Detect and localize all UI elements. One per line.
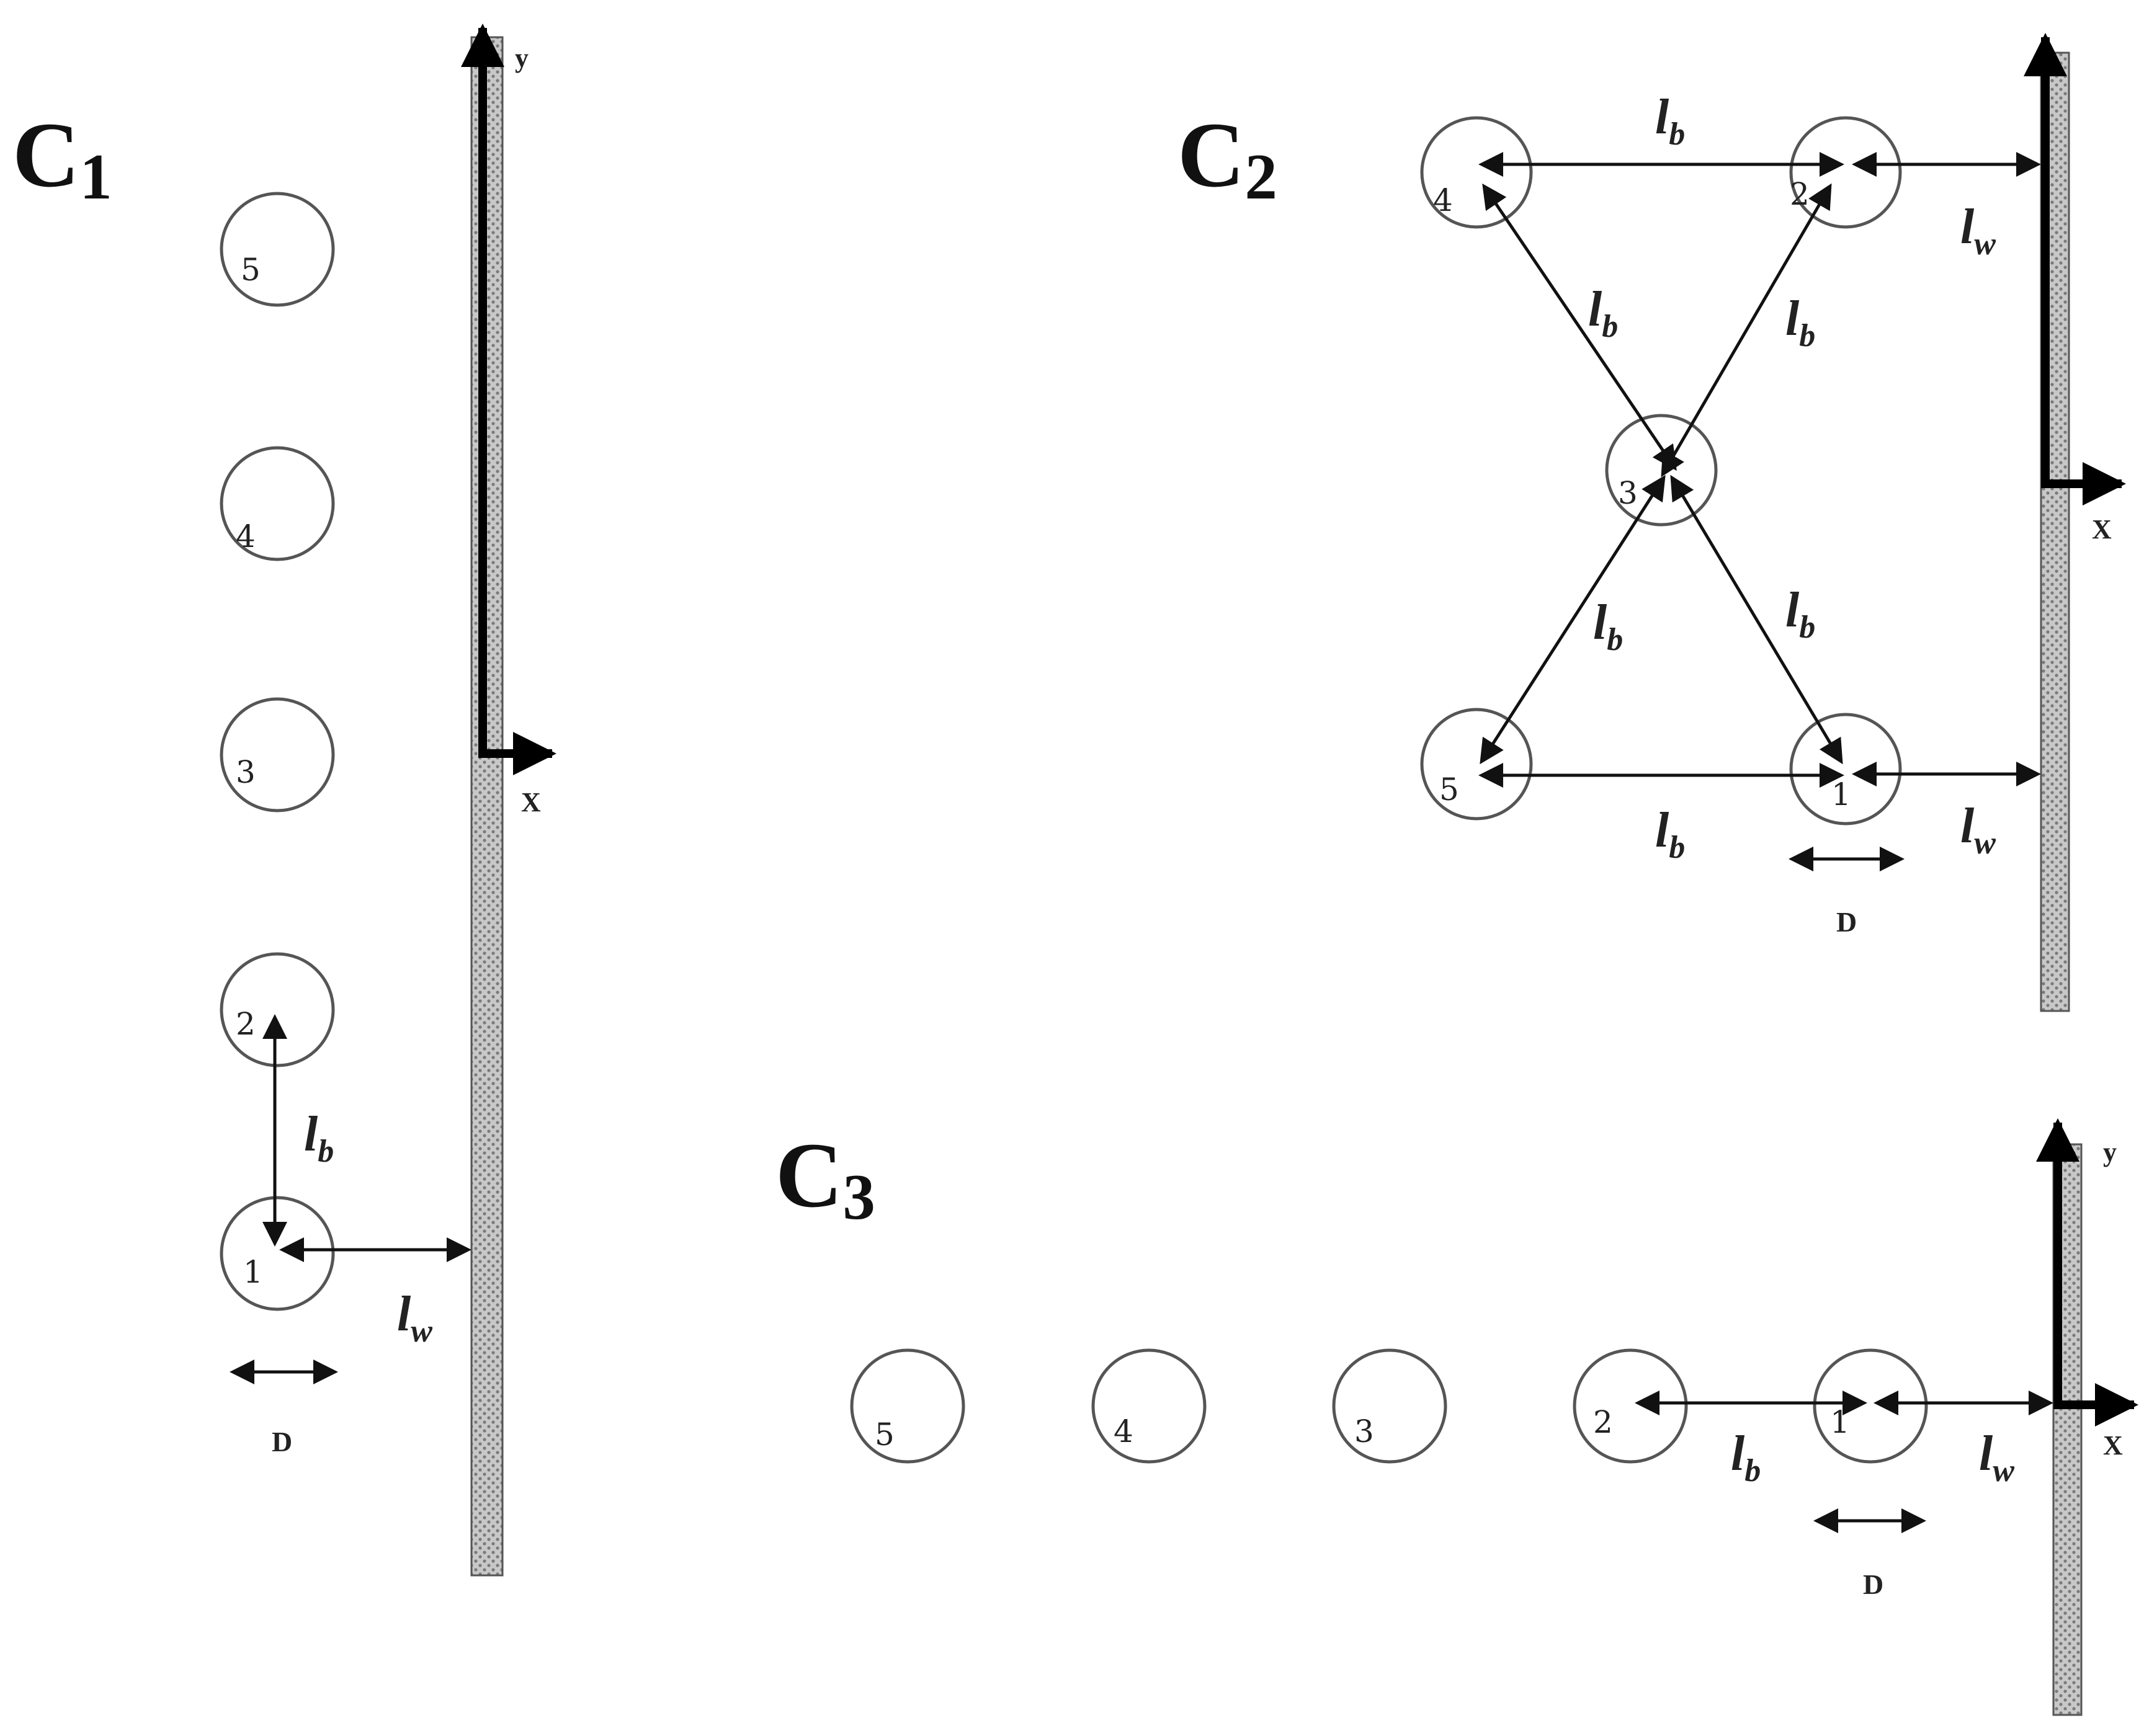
lb-label: lb (1655, 90, 1685, 152)
cylinder-number: 3 (1618, 475, 1638, 511)
cylinder-number: 2 (236, 1006, 256, 1042)
y-axis-label: y (515, 43, 529, 73)
panel-c2: C2 X 4 2 3 5 1 lb lb lb lb lb lb lw (1177, 33, 2126, 1012)
lb-arrow (1661, 183, 1832, 478)
cylinder-number: 3 (236, 754, 256, 790)
cylinder-number: 4 (1114, 1413, 1133, 1449)
lb-label: lb (1655, 803, 1685, 865)
cylinder (220, 446, 335, 561)
panel-c3: C3 y X 5 4 3 2 1 lb lw D (775, 1118, 2138, 1716)
cylinder-number: 3 (1354, 1413, 1374, 1449)
cylinder (220, 697, 335, 812)
d-label: D (1836, 906, 1857, 938)
cylinder (850, 1348, 965, 1464)
cylinder (1091, 1348, 1207, 1464)
cylinder (1573, 1348, 1688, 1464)
lw-label: lw (1979, 1427, 2014, 1489)
panel-title: C1 (12, 104, 112, 213)
x-axis-label: X (2103, 1430, 2123, 1461)
cylinder (220, 192, 335, 307)
cylinder-number: 1 (243, 1254, 263, 1290)
panel-title: C3 (775, 1124, 875, 1233)
cylinder-number: 5 (241, 252, 261, 288)
cylinder (1420, 708, 1533, 821)
cylinder-number: 2 (1790, 176, 1810, 212)
lw-label: lw (397, 1287, 432, 1349)
cylinder-number: 5 (1439, 772, 1459, 808)
lb-label: lb (1588, 282, 1618, 344)
lw-label: lw (1960, 200, 1996, 262)
d-label: D (272, 1426, 292, 1458)
panel-title: C2 (1177, 104, 1277, 213)
panel-c1: C1 y X 5 4 3 2 1 lb lw D (12, 24, 556, 1577)
lw-label: lw (1960, 799, 1996, 861)
lb-label: lb (1593, 595, 1623, 657)
d-label: D (1863, 1569, 1883, 1600)
cylinder (220, 1196, 335, 1311)
cylinder (1332, 1348, 1447, 1464)
lb-label: lb (1785, 292, 1815, 354)
cylinder-number: 5 (875, 1417, 895, 1453)
lb-arrow (1482, 183, 1677, 471)
lb-label: lb (1731, 1427, 1761, 1489)
cylinder-number: 1 (1830, 1404, 1850, 1440)
x-axis-label: X (521, 787, 541, 817)
lb-arrow (1480, 474, 1666, 765)
lb-label: lb (1785, 583, 1815, 645)
cylinder-number: 4 (236, 519, 256, 554)
cylinder-number: 1 (1831, 777, 1851, 812)
x-axis-label: X (2092, 514, 2112, 545)
lb-arrow (1670, 474, 1843, 765)
lb-label: lb (304, 1107, 334, 1169)
y-axis-label: y (2103, 1137, 2117, 1167)
cylinder-number: 4 (1433, 182, 1453, 218)
cylinder-number: 2 (1593, 1404, 1613, 1440)
